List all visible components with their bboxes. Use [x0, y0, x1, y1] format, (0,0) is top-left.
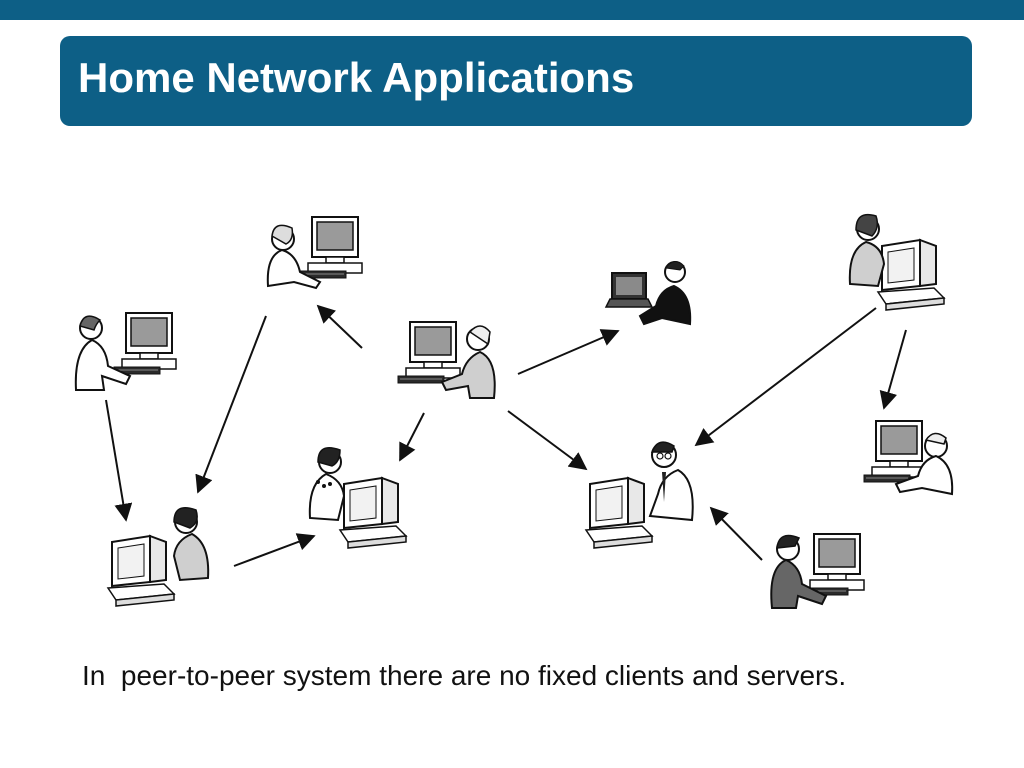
- peer-top-left-woman: [266, 216, 363, 290]
- arrow-center-to-laptop-user: [517, 329, 620, 375]
- peer-laptop-user: [605, 261, 692, 326]
- arrow-top-right-to-right: [879, 329, 907, 410]
- arrow-center-to-bottom-right-hub: [507, 410, 588, 471]
- peer-left-man: [74, 312, 177, 391]
- arrow-center-to-top-left: [316, 304, 363, 349]
- peer-top-right-woman: [848, 213, 945, 311]
- arrow-top-left-to-bottom-left: [195, 315, 267, 494]
- slide-title: Home Network Applications: [78, 54, 635, 101]
- peer-bottom-right-man: [770, 533, 865, 609]
- peer-right-man: [863, 420, 954, 496]
- peer-bottom-left-woman: [107, 507, 210, 607]
- title-banner: Home Network Applications: [60, 36, 972, 126]
- peer-hub-man: [585, 441, 694, 549]
- arrow-center-to-middle-woman: [399, 412, 425, 462]
- peer-center-man: [397, 321, 496, 399]
- peer-middle-woman: [308, 447, 407, 549]
- arrow-top-right-to-hub: [694, 307, 877, 447]
- slide-caption: In peer-to-peer system there are no fixe…: [82, 660, 847, 691]
- top-accent-band: [0, 0, 1024, 20]
- arrow-left-to-bottom-left: [105, 399, 133, 522]
- arrow-bottom-left-to-middle: [233, 533, 316, 567]
- arrow-bottom-right-to-hub: [709, 506, 763, 561]
